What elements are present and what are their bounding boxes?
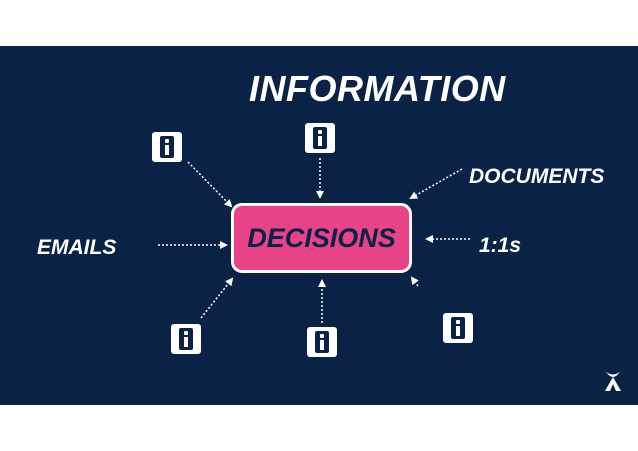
- decisions-label: DECISIONS: [247, 222, 396, 253]
- atlassian-logo-icon: [605, 371, 621, 391]
- info-icon: [305, 123, 335, 153]
- info-icon: [443, 313, 473, 343]
- arrow-info-bottom-left: [200, 277, 234, 319]
- slide-panel: INFORMATION EMAILS DOCUMENTS 1:1s DECISI…: [0, 46, 638, 405]
- documents-label: DOCUMENTS: [469, 165, 605, 188]
- diagram-title: INFORMATION: [249, 68, 506, 109]
- arrow-info-bottom-right: [410, 276, 419, 287]
- info-icon: [152, 132, 182, 162]
- emails-label: EMAILS: [37, 236, 117, 259]
- info-icon: [307, 327, 337, 357]
- decisions-node: DECISIONS: [231, 203, 412, 273]
- info-icon: [171, 324, 201, 354]
- one-on-ones-label: 1:1s: [479, 234, 522, 257]
- arrow-documents: [409, 168, 463, 199]
